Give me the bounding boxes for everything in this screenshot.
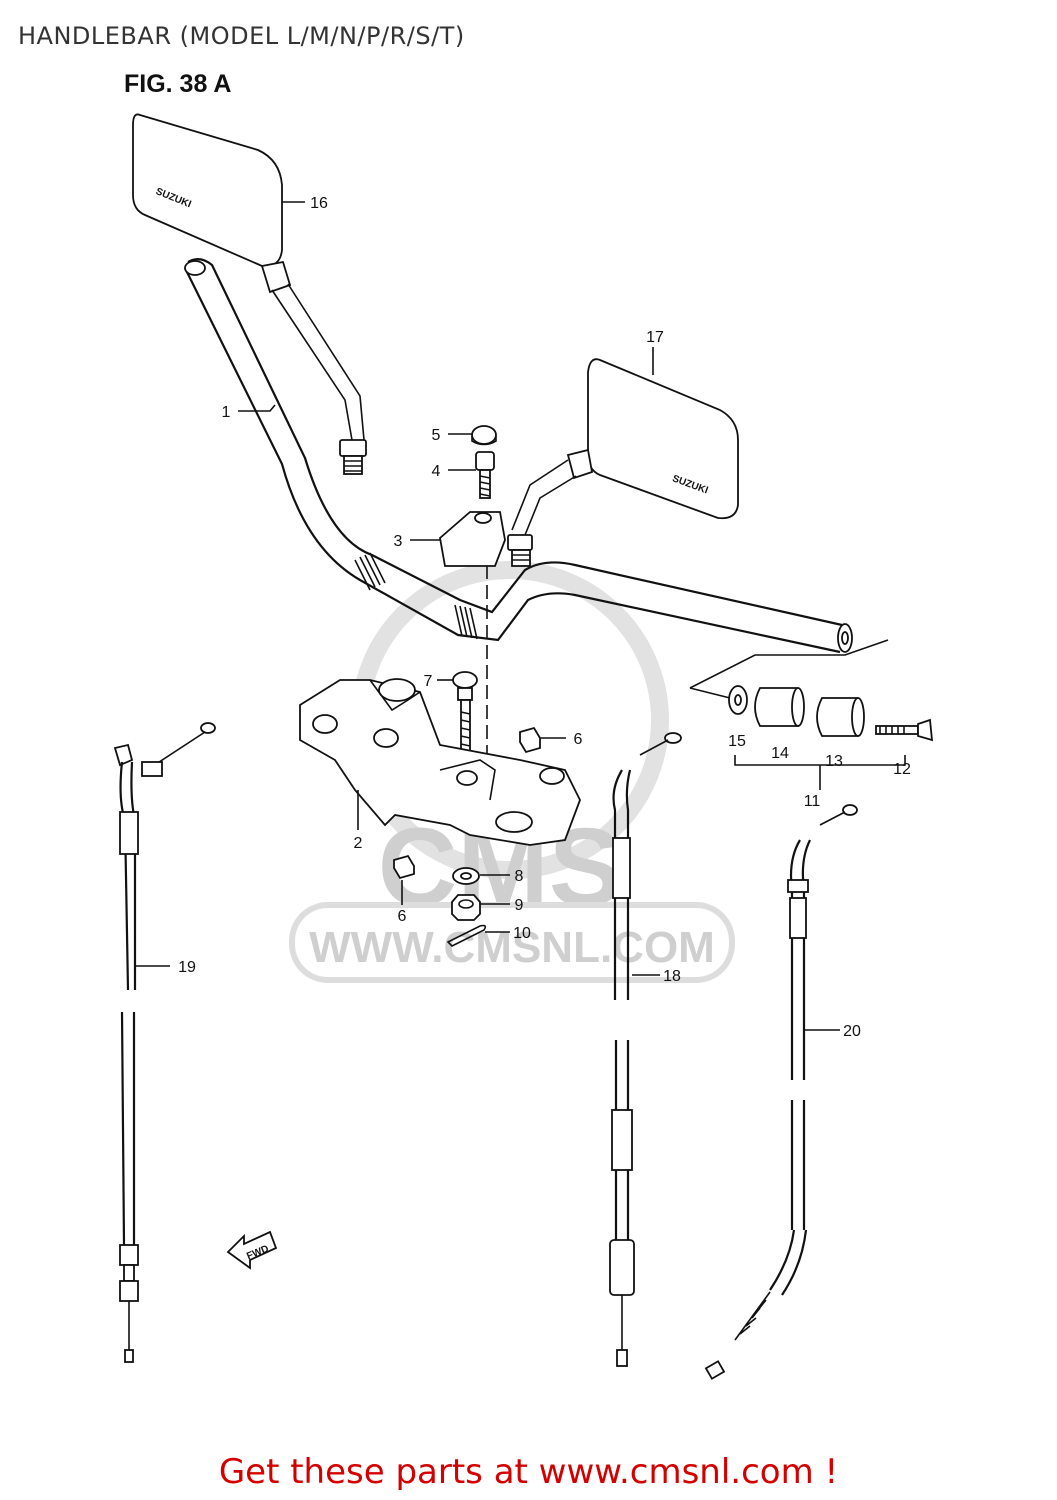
part-number-1: 1 [222,404,231,421]
handlebar [184,258,853,654]
left-mirror: SUZUKI [132,113,367,475]
part-number-6a: 6 [574,731,583,748]
page-title: HANDLEBAR (MODEL L/M/N/P/R/S/T) [18,22,465,50]
part-number-10: 10 [513,925,531,942]
part-number-3: 3 [394,533,403,550]
part-number-5: 5 [432,427,441,444]
right-mirror: SUZUKI [507,358,739,567]
cable-19 [113,722,216,1363]
part-number-4: 4 [432,463,441,480]
forward-direction-arrow: FWD [226,1230,278,1270]
part-number-11: 11 [804,793,821,810]
nut [451,894,481,921]
lower-holder-bracket [299,678,581,846]
grip-end-assembly [689,639,934,766]
watermark-url: WWW.CMSNL.COM [309,923,715,972]
part-number-6b: 6 [398,908,407,925]
get-parts-link[interactable]: Get these parts at www.cmsnl.com ! [218,1452,839,1492]
bolt-upper [475,451,495,499]
part-number-14: 14 [771,745,789,762]
part-number-19: 19 [178,959,196,976]
part-number-20: 20 [843,1023,861,1040]
exploded-parts-diagram: CMS WWW.CMSNL.COM SUZUKI SUZUKI [113,113,934,1380]
part-number-13: 13 [825,753,843,770]
part-number-7: 7 [424,673,433,690]
figure-label: FIG. 38 A [124,70,232,98]
part-number-16: 16 [310,195,328,212]
cushion-2 [393,854,415,880]
cap [471,425,497,446]
cushion-1 [519,726,541,754]
washer [452,867,480,885]
part-number-18: 18 [663,968,681,985]
cable-20 [704,804,858,1380]
upper-holder [439,511,506,567]
part-number-17: 17 [646,329,664,346]
part-number-12: 12 [893,761,911,778]
part-numbers: 1 2 3 4 5 6 6 7 8 9 10 11 12 13 14 15 16… [178,195,911,1040]
part-number-8: 8 [515,868,524,885]
leader-lines [136,201,840,1031]
part-number-9: 9 [515,897,524,914]
cable-18 [609,732,682,1367]
bolt-lower [452,671,478,753]
cotter-pin [446,924,487,947]
part-number-15: 15 [728,733,746,750]
part-number-2: 2 [354,835,363,852]
